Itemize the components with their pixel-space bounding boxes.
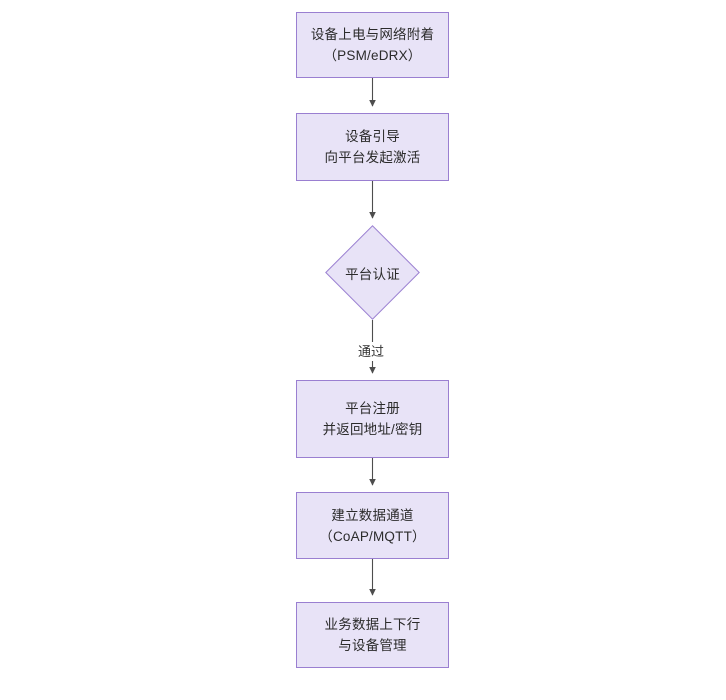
node-label-line2: 向平台发起激活 bbox=[324, 150, 421, 165]
node-label-line1: 设备引导 bbox=[345, 129, 400, 144]
node-establish-data-channel[interactable]: 建立数据通道 （CoAP/MQTT） bbox=[296, 492, 449, 559]
node-label-line2: 并返回地址/密钥 bbox=[322, 422, 423, 437]
node-label-line1: 平台注册 bbox=[345, 401, 400, 416]
node-label-line2: 与设备管理 bbox=[338, 638, 407, 653]
node-label-line2: （CoAP/MQTT） bbox=[319, 528, 426, 544]
edge-label-pass: 通过 bbox=[355, 342, 388, 361]
node-platform-authentication-decision[interactable]: 平台认证 bbox=[325, 225, 420, 320]
node-business-data-uplink-downlink-device-management[interactable]: 业务数据上下行 与设备管理 bbox=[296, 602, 449, 668]
node-platform-registration-return-address-key[interactable]: 平台注册 并返回地址/密钥 bbox=[296, 380, 449, 458]
node-label-line1: 业务数据上下行 bbox=[324, 617, 421, 632]
node-power-on-network-attach[interactable]: 设备上电与网络附着 （PSM/eDRX） bbox=[296, 12, 449, 78]
node-label-line2: （PSM/eDRX） bbox=[323, 48, 422, 63]
node-label-line1: 设备上电与网络附着 bbox=[310, 27, 435, 42]
node-device-bootstrap-activation[interactable]: 设备引导 向平台发起激活 bbox=[296, 113, 449, 181]
node-label-line1: 建立数据通道 bbox=[331, 507, 414, 523]
node-label-line1: 平台认证 bbox=[345, 266, 400, 282]
